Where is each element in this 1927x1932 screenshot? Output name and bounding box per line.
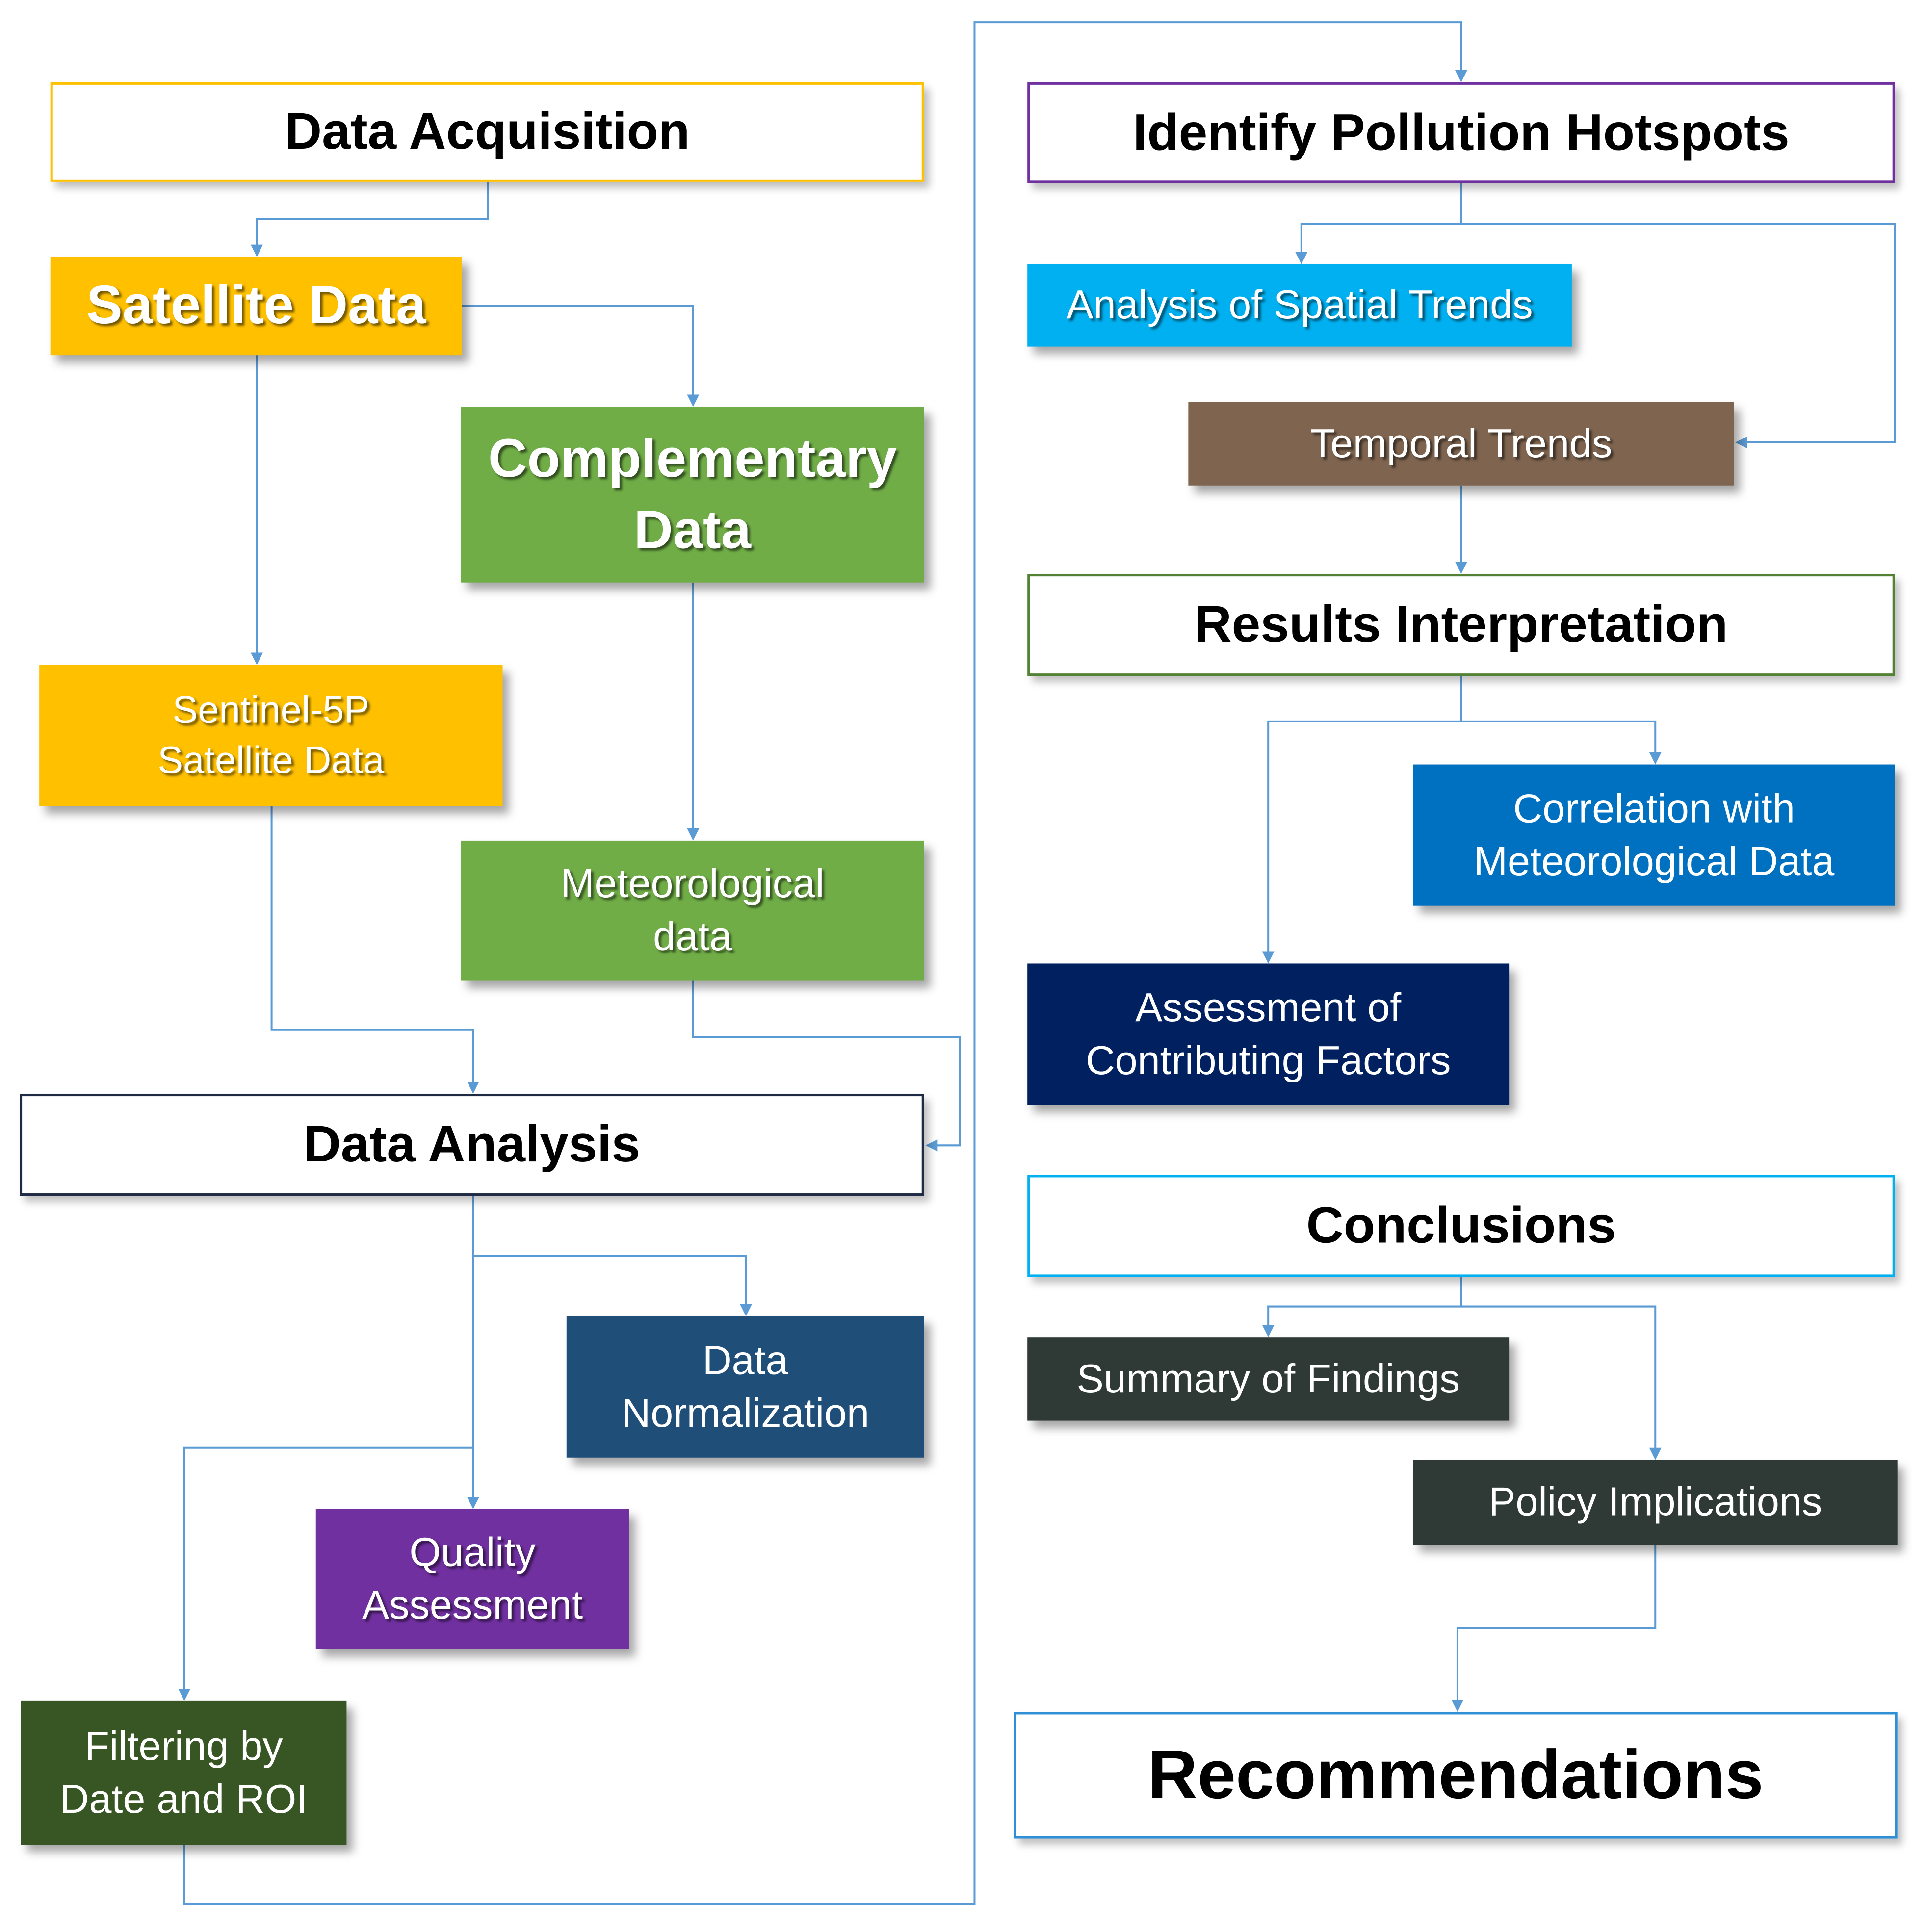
connector-analysis-to-normalization	[472, 1196, 753, 1316]
meteorological-data-box: Meteorological data	[461, 840, 924, 981]
temporal-trends-box: Temporal Trends	[1188, 402, 1734, 486]
connector-conclusions-to-policy	[1461, 1305, 1662, 1460]
filtering-by-date-and-roi-box: Filtering by Date and ROI	[21, 1700, 347, 1845]
recommendations-box: Recommendations	[1014, 1712, 1898, 1839]
data-acquisition-box: Data Acquisition	[50, 82, 924, 182]
connector-filtering-to-hotspots	[183, 21, 1467, 1905]
conclusions-box: Conclusions	[1027, 1175, 1895, 1277]
analysis-of-spatial-trends-box: Analysis of Spatial Trends	[1027, 264, 1572, 347]
connector-results-to-contributing	[1262, 720, 1461, 964]
identify-pollution-hotspots-box: Identify Pollution Hotspots	[1027, 82, 1895, 183]
summary-of-findings-box: Summary of Findings	[1027, 1337, 1510, 1421]
sentinel-5p-satellite-data-box: Sentinel-5P Satellite Data	[39, 665, 503, 806]
connector-sentinel-to-analysis	[270, 806, 479, 1094]
satellite-data-box: Satellite Data	[50, 257, 462, 356]
connector-policy-to-recommendations	[1451, 1545, 1657, 1712]
quality-assessment-box: Quality Assessment	[315, 1509, 629, 1649]
data-analysis-box: Data Analysis	[20, 1094, 924, 1196]
connector-results-to-correlation	[1460, 676, 1662, 765]
connector-quality-to-filtering	[178, 1446, 473, 1701]
correlation-with-meteorological-data-box: Correlation with Meteorological Data	[1413, 764, 1895, 906]
connector-meteorological-to-analysis	[692, 980, 961, 1152]
assessment-of-contributing-factors-box: Assessment of Contributing Factors	[1027, 963, 1510, 1105]
data-normalization-box: Data Normalization	[566, 1316, 924, 1458]
complementary-data-box: Complementary Data	[461, 407, 924, 583]
connector-hotspots-to-temporal	[1461, 223, 1896, 449]
connector-satellite-to-complementary	[462, 305, 700, 407]
results-interpretation-box: Results Interpretation	[1027, 574, 1895, 676]
connector-conclusions-to-summary	[1262, 1277, 1462, 1338]
connector-hotspots-to-spatial	[1295, 183, 1462, 264]
policy-implications-box: Policy Implications	[1413, 1460, 1898, 1545]
connector-acquisition-to-satellite	[251, 181, 489, 257]
